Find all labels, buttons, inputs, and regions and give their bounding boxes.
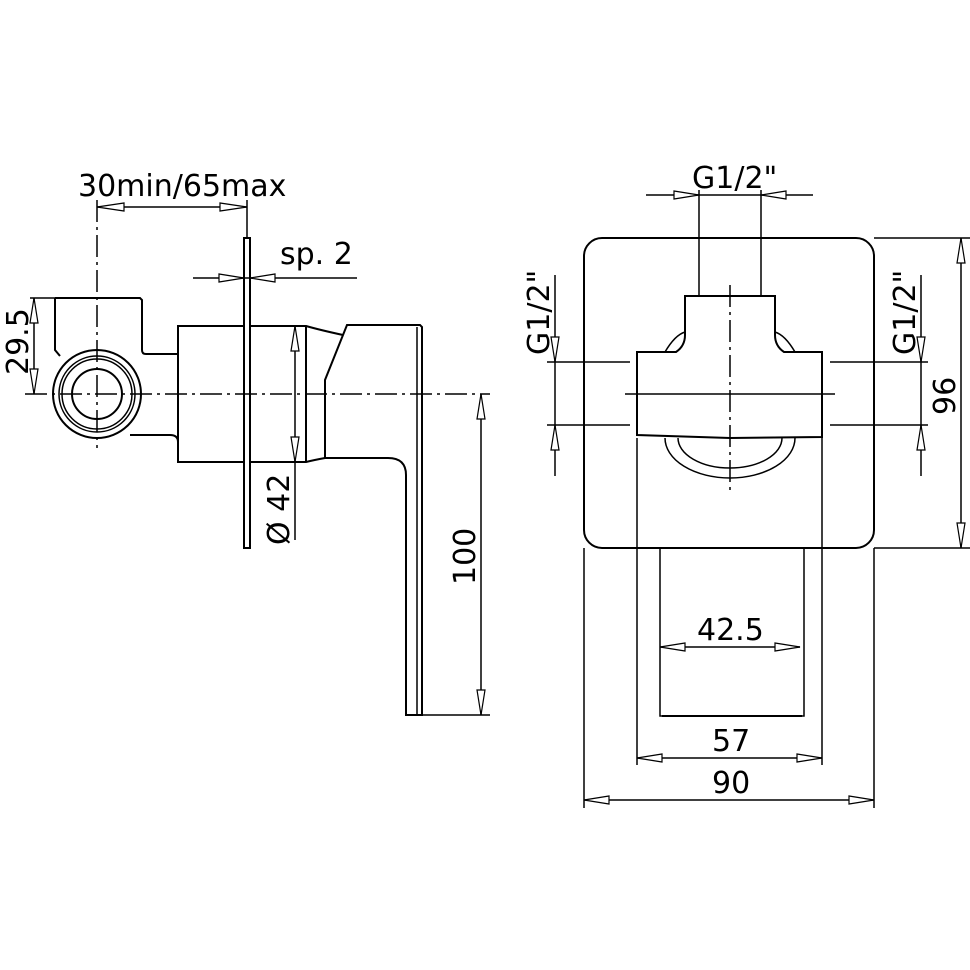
arrow-icon bbox=[96, 202, 125, 212]
arrow-icon bbox=[550, 424, 560, 451]
arrow-icon bbox=[219, 202, 248, 212]
cover-plate bbox=[583, 237, 875, 549]
front-view: G1/2" G1/2" G1/2" 96 42.5 57 bbox=[522, 161, 970, 808]
inlet-block-left bbox=[54, 298, 61, 357]
dim-plate-width: 90 bbox=[712, 766, 750, 801]
arrow-icon bbox=[29, 297, 39, 324]
inlet-ring-3 bbox=[61, 358, 133, 430]
arrow-icon bbox=[916, 424, 926, 451]
side-view: 30min/65max sp. 2 29.5 Ø 42 100 bbox=[1, 169, 490, 716]
fillet-right bbox=[774, 331, 796, 353]
inlet-lower-link bbox=[130, 434, 179, 443]
arrow-icon bbox=[636, 753, 663, 763]
arrow-icon bbox=[476, 393, 486, 420]
arrow-icon bbox=[916, 336, 926, 363]
arrow-icon bbox=[774, 642, 801, 652]
inlet-ring-outer bbox=[52, 349, 142, 439]
arrow-icon bbox=[290, 325, 300, 352]
cover-bottom bbox=[250, 457, 326, 463]
arrow-icon bbox=[673, 190, 700, 200]
dim-top-connection: G1/2" bbox=[692, 161, 777, 196]
cartridge-arc-outer bbox=[664, 437, 796, 479]
arrow-icon bbox=[249, 273, 276, 283]
dim-left-connection: G1/2" bbox=[522, 270, 557, 355]
wall-plate bbox=[243, 237, 251, 549]
arrow-icon bbox=[29, 368, 39, 395]
arrow-icon bbox=[956, 237, 966, 264]
inlet-block bbox=[55, 297, 178, 355]
arrow-icon bbox=[550, 336, 560, 363]
dim-plate-height: 96 bbox=[928, 377, 963, 415]
cartridge-arc-inner bbox=[677, 437, 783, 469]
arrow-icon bbox=[476, 689, 486, 716]
arrow-icon bbox=[796, 753, 823, 763]
arrow-icon bbox=[760, 190, 787, 200]
dim-plate-thickness: sp. 2 bbox=[280, 237, 353, 272]
arrow-icon bbox=[218, 273, 245, 283]
dim-lever-inner-width: 42.5 bbox=[697, 613, 764, 648]
lever bbox=[324, 324, 423, 716]
valve-body-t bbox=[636, 295, 823, 440]
arrow-icon bbox=[290, 436, 300, 463]
inlet-ring-2 bbox=[58, 355, 136, 433]
dim-lever-width: 57 bbox=[712, 724, 750, 759]
dim-lever-length: 100 bbox=[448, 528, 483, 585]
arrow-icon bbox=[659, 642, 686, 652]
fillet-left bbox=[664, 331, 686, 353]
arrow-icon bbox=[848, 795, 875, 805]
arrow-icon bbox=[956, 522, 966, 549]
dim-inlet-offset: 29.5 bbox=[1, 308, 36, 375]
dim-wall-depth: 30min/65max bbox=[78, 169, 286, 204]
dim-right-connection: G1/2" bbox=[888, 270, 923, 355]
inlet-ring-inner bbox=[71, 368, 123, 420]
dim-body-diameter: Ø 42 bbox=[262, 474, 297, 545]
arrow-icon bbox=[583, 795, 610, 805]
